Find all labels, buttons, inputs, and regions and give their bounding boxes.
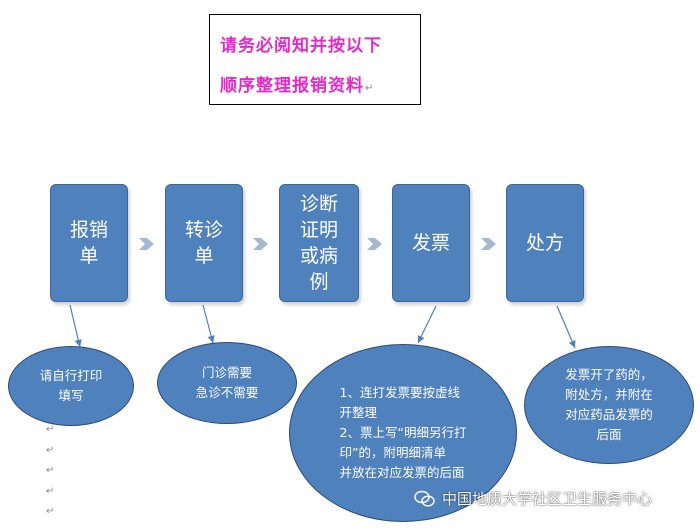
step-label: 处方	[525, 232, 564, 254]
step-label: 转诊 单	[184, 219, 223, 267]
watermark-text: 中国地质大学社区卫生服务中心	[442, 490, 653, 508]
wechat-icon	[414, 490, 435, 507]
chevron-right-icon	[481, 238, 496, 250]
step-label: 报销 单	[69, 219, 108, 267]
paragraph-marks: ↵ ↵ ↵ ↵ ↵	[46, 420, 54, 523]
connector-3	[417, 305, 437, 344]
note-text: 发票开了药的， 附处方，并附在 对应药品发票的 后面	[565, 367, 653, 442]
step-referral-form: 转诊 单	[165, 184, 243, 302]
step-label: 发票	[411, 232, 450, 254]
note-text: 请自行打印 填写	[39, 368, 103, 403]
chevron-right-icon	[253, 238, 268, 250]
paragraph-mark-icon: ↵	[46, 506, 55, 517]
connector-2	[202, 304, 215, 344]
step-label: 诊断 证明 或病 例	[299, 193, 338, 293]
paragraph-mark-icon: ↵	[46, 444, 55, 456]
note-text: 门诊需要 急诊不需要	[195, 365, 259, 400]
paragraph-mark-icon: ↵	[46, 424, 55, 435]
note-prescription-instructions: 发票开了药的， 附处方，并附在 对应药品发票的 后面	[524, 346, 694, 464]
title-line-2: 顺序整理报销资料↵	[220, 71, 374, 96]
connector-4	[556, 305, 576, 349]
paragraph-mark-icon: ↵	[365, 83, 375, 94]
paragraph-mark-icon: ↵	[46, 485, 55, 497]
step-diagnosis-certificate: 诊断 证明 或病 例	[279, 184, 359, 302]
note-invoice-instructions: 1、连打发票要按虚线 开整理 2、票上写“明细另行打 印”的，附明细清单 并放在…	[289, 344, 517, 522]
note-print-and-fill: 请自行打印 填写	[8, 346, 134, 426]
note-text: 1、连打发票要按虚线 开整理 2、票上写“明细另行打 印”的，附明细清单 并放在…	[339, 385, 467, 480]
connector-1	[69, 304, 82, 348]
step-prescription: 处方	[506, 184, 584, 302]
title-line-1: 请务必阅知并按以下	[220, 36, 382, 56]
chevron-right-icon	[139, 238, 154, 250]
paragraph-mark-icon: ↵	[46, 465, 55, 476]
step-reimbursement-form: 报销 单	[50, 184, 128, 302]
chevron-right-icon	[367, 238, 382, 250]
instruction-title-box: 请务必阅知并按以下 顺序整理报销资料↵	[209, 14, 421, 105]
note-outpatient-only: 门诊需要 急诊不需要	[157, 342, 297, 424]
title-line-2-text: 顺序整理报销资料	[220, 76, 364, 96]
watermark: 中国地质大学社区卫生服务中心	[414, 488, 652, 509]
step-invoice: 发票	[392, 184, 470, 302]
